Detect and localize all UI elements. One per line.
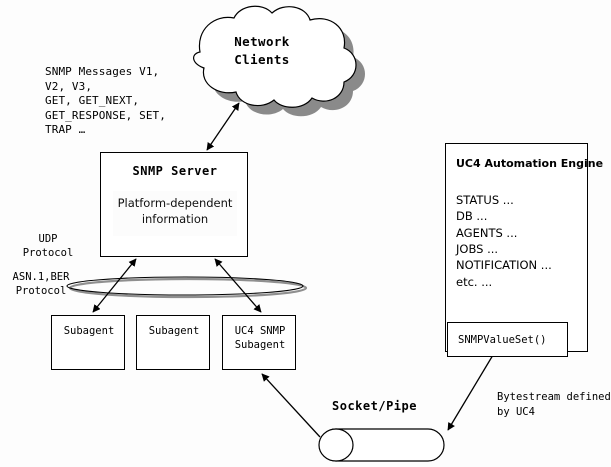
- subagent-box-1[interactable]: Subagent: [51, 315, 125, 370]
- protocol-bus-ellipse: [66, 276, 308, 299]
- snmpvalueset-box[interactable]: SNMPValueSet(): [447, 322, 568, 357]
- snmp-server-box[interactable]: SNMP Server Platform-dependent informati…: [100, 152, 248, 257]
- snmpvalueset-label: SNMPValueSet(): [458, 334, 547, 346]
- arrow-server-to-subagent-3: [214, 258, 262, 313]
- subagent-box-2[interactable]: Subagent: [136, 315, 210, 370]
- socket-pipe-label: Socket/Pipe: [332, 399, 417, 413]
- uc4-snmp-subagent-box[interactable]: UC4 SNMP Subagent: [222, 315, 296, 370]
- arrow-snmpvalueset-to-pipe: [447, 354, 494, 431]
- arrow-pipe-to-uc4-subagent: [261, 373, 321, 438]
- asn-ber-protocol-label: ASN.1,BER Protocol: [12, 271, 70, 298]
- udp-protocol-label: UDP Protocol: [22, 233, 74, 260]
- arrow-server-to-subagent-1: [92, 258, 137, 313]
- snmp-messages-annotation: SNMP Messages V1, V2, V3, GET, GET_NEXT,…: [45, 65, 167, 137]
- subagent-label-1: Subagent: [63, 325, 115, 337]
- uc4-automation-engine-items: STATUS ... DB ... AGENTS ... JOBS ... NO…: [456, 193, 552, 289]
- arrow-server-to-cloud: [206, 102, 240, 151]
- uc4-automation-engine-panel[interactable]: UC4 Automation Engine STATUS ... DB ... …: [445, 143, 603, 357]
- network-clients-label: Network Clients: [234, 34, 290, 68]
- platform-dependent-info-box: Platform-dependent information: [113, 191, 237, 236]
- uc4-automation-engine-title: UC4 Automation Engine: [456, 157, 604, 170]
- snmp-server-title: SNMP Server: [132, 164, 218, 178]
- socket-pipe-shape: [318, 428, 445, 462]
- subagent-label-2: Subagent: [148, 325, 200, 337]
- bytestream-annotation: Bytestream defined by UC4: [497, 391, 611, 419]
- uc4-snmp-subagent-label: UC4 SNMP Subagent: [234, 325, 286, 352]
- platform-dependent-info-label: Platform-dependent information: [117, 196, 233, 226]
